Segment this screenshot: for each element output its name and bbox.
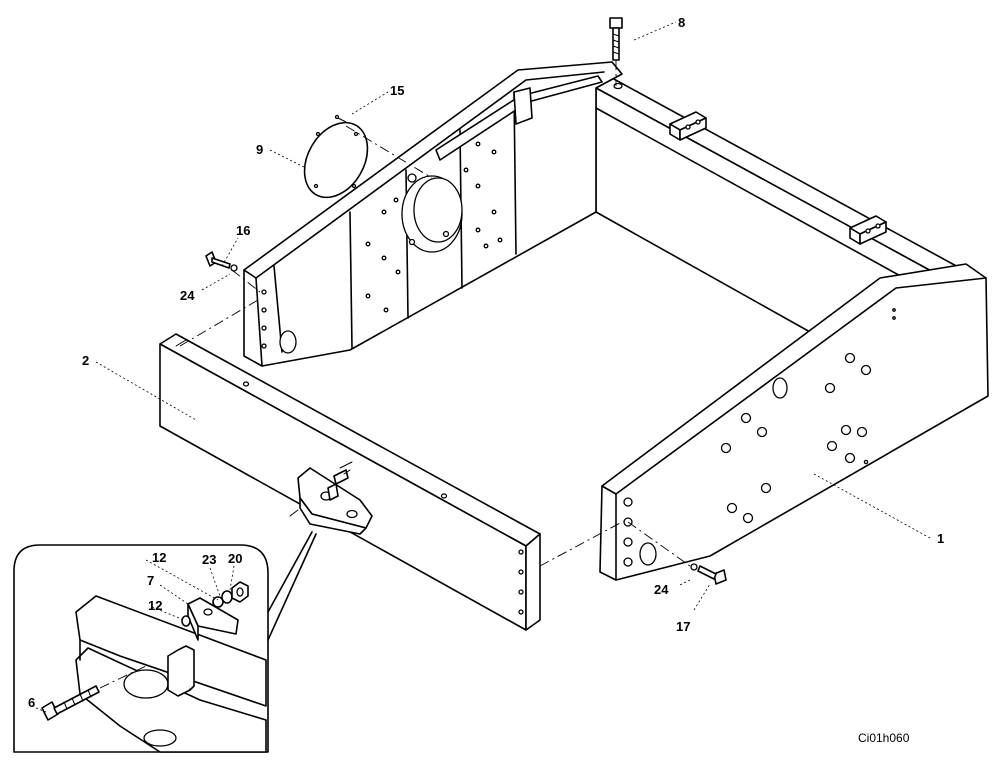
- bolt-8: [609, 17, 623, 61]
- callout-8: 8: [678, 15, 685, 30]
- clamp-block-lower: [849, 215, 887, 245]
- cover-plate: [303, 121, 369, 199]
- callout-12-top: 12: [152, 550, 166, 565]
- callout-6: 6: [28, 695, 35, 710]
- callout-23: 23: [202, 552, 216, 567]
- screw-15: [334, 114, 347, 123]
- callout-17: 17: [676, 619, 690, 634]
- bolt-17: [690, 563, 727, 585]
- front-beam: [159, 333, 541, 631]
- callout-20: 20: [228, 551, 242, 566]
- callout-12-bottom: 12: [148, 598, 162, 613]
- callout-24-right: 24: [654, 582, 669, 597]
- callout-2: 2: [82, 353, 89, 368]
- bolt-16: [205, 251, 238, 272]
- callout-1: 1: [937, 531, 944, 546]
- callout-15: 15: [390, 83, 404, 98]
- callout-24-left: 24: [180, 288, 195, 303]
- leader-lines: [35, 21, 931, 713]
- towing-hook: [289, 461, 373, 535]
- callout-labels: 1 2 6 7 8 9 12 12 15 16 17 20 23 24 24 C…: [28, 15, 944, 745]
- right-side-plate: [599, 263, 989, 581]
- detail-inset: [13, 531, 317, 753]
- assembly-lines: [179, 60, 691, 567]
- callout-7: 7: [147, 573, 154, 588]
- callout-9: 9: [256, 142, 263, 157]
- drawing-code: Ci01h060: [858, 731, 910, 745]
- clamp-block-upper: [669, 111, 707, 141]
- left-side-plate: [243, 61, 623, 367]
- callout-16: 16: [236, 223, 250, 238]
